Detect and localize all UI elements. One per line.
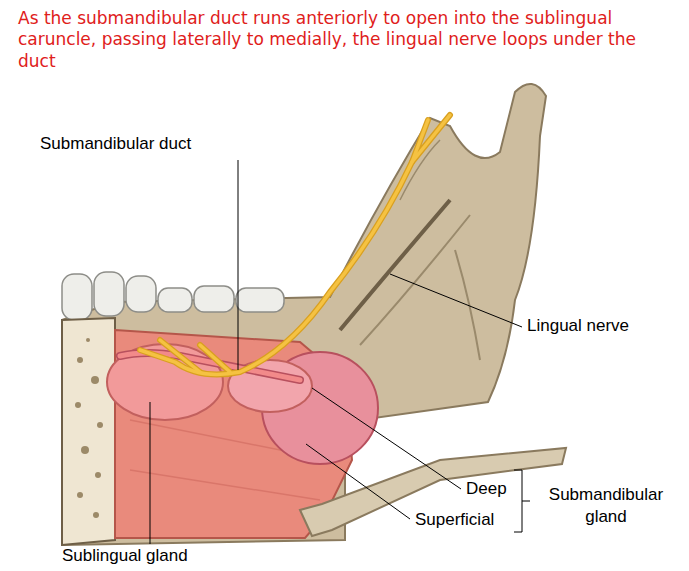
bracket — [514, 470, 530, 532]
bone-texture — [360, 215, 470, 345]
lingual-nerve — [140, 115, 450, 374]
mylohyoid-groove — [340, 200, 450, 330]
part-label: Sublingual gland — [62, 546, 188, 566]
part-label: Superficial — [415, 510, 494, 530]
title-note: As the submandibular duct runs anteriorl… — [18, 8, 673, 72]
part-label: Lingual nerve — [527, 316, 629, 336]
spongy-bone — [75, 338, 103, 518]
hyoid-bone — [300, 448, 566, 536]
part-label: Submandibular gland — [536, 484, 676, 528]
part-label: Deep — [466, 479, 507, 499]
bone-cross-section — [62, 318, 115, 545]
part-label: Submandibular duct — [40, 134, 191, 154]
teeth — [62, 272, 284, 320]
lingual-nerve — [140, 115, 450, 374]
leader-line — [150, 160, 522, 544]
